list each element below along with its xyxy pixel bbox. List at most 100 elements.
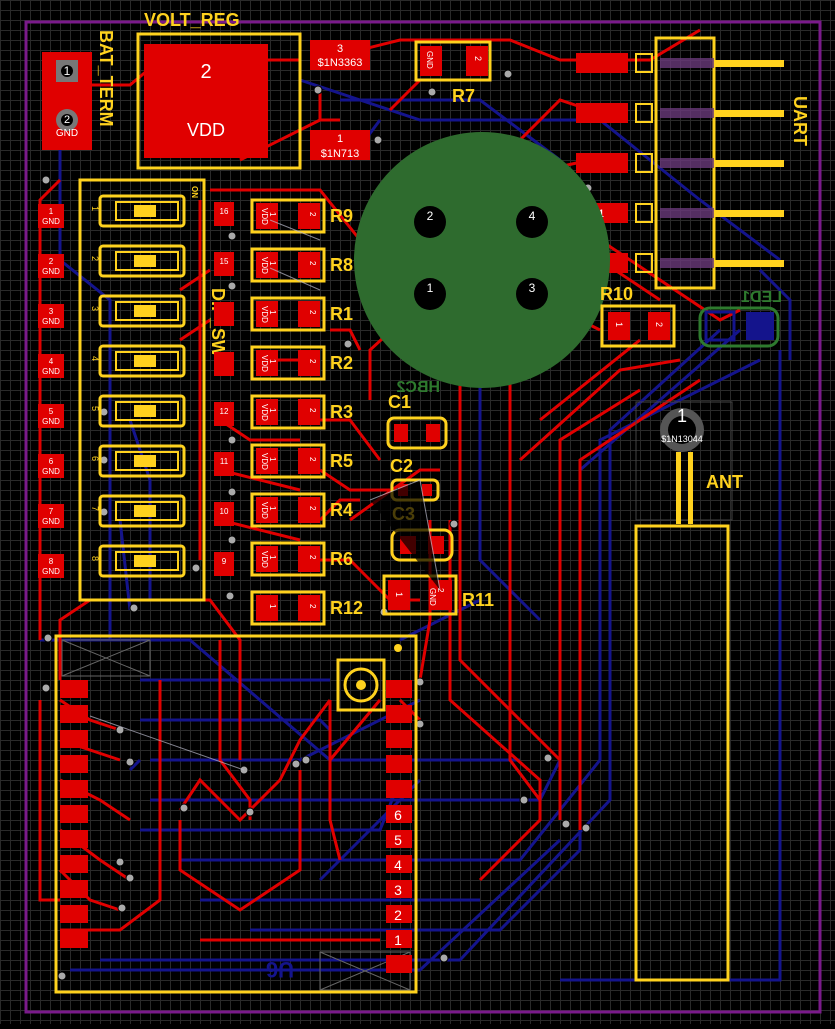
dip-switch-5[interactable] <box>98 394 186 428</box>
r9-pin1-label: 1 <box>268 212 277 217</box>
r7-component[interactable]: GND 2 R7 <box>414 40 492 106</box>
u6-left-pad <box>60 755 88 773</box>
dip-slider-knob <box>134 405 156 417</box>
r12-footprint[interactable] <box>250 590 326 626</box>
r3-footprint[interactable] <box>250 394 326 430</box>
r12-label: R12 <box>330 598 363 618</box>
u6-pin4-label: 4 <box>394 857 402 873</box>
dip-side-pad <box>214 452 234 476</box>
dip-side-pad <box>214 252 234 276</box>
r5-pin2-label: 2 <box>308 457 317 462</box>
r11-pin1-label: 1 <box>394 592 404 597</box>
r1-vdd-label: VDD <box>260 306 269 323</box>
dip-switch-2[interactable] <box>98 244 186 278</box>
gnd-pad-number: 4 <box>49 357 54 366</box>
r4-footprint[interactable] <box>250 492 326 528</box>
dip-slider-knob <box>134 355 156 367</box>
r5-label: R5 <box>330 451 353 471</box>
r11-component[interactable]: 1 2 GND R11 <box>382 574 494 616</box>
dip-number-label: 3 <box>90 306 100 311</box>
u6-pin6-label: 6 <box>394 807 402 823</box>
r2-pin2-label: 2 <box>308 359 317 364</box>
ant-pin1-label: 1 <box>677 406 687 426</box>
r6-footprint[interactable] <box>250 541 326 577</box>
u6-right-pad <box>386 730 412 748</box>
dip-slider-knob <box>134 455 156 467</box>
r10-component[interactable]: R10 1 2 <box>600 284 676 348</box>
dip-number-label: 7 <box>90 506 100 511</box>
ratsnest-lines <box>89 219 441 771</box>
gnd-pad-net: GND <box>42 517 60 526</box>
r5-footprint[interactable] <box>250 443 326 479</box>
volt-reg-component[interactable]: VOLT_REG 2 VDD 3 $1N3363 1 $1N713 <box>136 10 370 170</box>
r1-footprint[interactable] <box>250 296 326 332</box>
r12-pad2 <box>298 595 320 621</box>
r2-footprint[interactable] <box>250 345 326 381</box>
r7-pin2-label: 2 <box>473 56 483 61</box>
r6-vdd-label: VDD <box>260 551 269 568</box>
r4-pin1-label: 1 <box>268 506 277 511</box>
r4-label: R4 <box>330 500 353 520</box>
gnd-pad-number: 1 <box>49 207 54 216</box>
dip-switch-6[interactable] <box>98 444 186 478</box>
u6-left-pad <box>60 780 88 798</box>
gnd-pad-net: GND <box>42 367 60 376</box>
u6-pin1-label: 1 <box>394 932 402 948</box>
bat-term-pin1-label: 1 <box>64 64 71 78</box>
c1-label: C1 <box>388 392 411 412</box>
antenna-component[interactable]: 1 $1N13044 ANT <box>634 401 743 982</box>
r5-pad2 <box>298 448 320 474</box>
dip-switch-7[interactable] <box>98 494 186 528</box>
dip-number-label: 8 <box>90 556 100 561</box>
dip-switch-1[interactable] <box>98 194 186 228</box>
hbc2-pin3-label: 3 <box>529 281 536 295</box>
r9-footprint[interactable] <box>250 198 326 234</box>
dip-side-pad <box>214 202 234 226</box>
dip-switch-4[interactable] <box>98 344 186 378</box>
r3-pad2 <box>298 399 320 425</box>
dip-slider-track <box>115 351 179 371</box>
r5-vdd-label: VDD <box>260 453 269 470</box>
r3-pin1-label: 1 <box>268 408 277 413</box>
hbc2-pin2-label: 2 <box>427 209 434 223</box>
gnd-pad <box>38 254 64 278</box>
dip-side-pad <box>214 402 234 426</box>
volt-reg-pin2-label: 2 <box>200 61 211 83</box>
r7-label: R7 <box>452 86 475 106</box>
led1-component[interactable]: LED1 <box>698 289 782 348</box>
volt-reg-pin1-label: 1 <box>337 133 343 145</box>
dip-side-pad-number: 15 <box>220 257 229 266</box>
r9-vdd-label: VDD <box>260 208 269 225</box>
dip-slider-knob <box>134 305 156 317</box>
r1-pin2-label: 2 <box>308 310 317 315</box>
dip-slider-track <box>115 401 179 421</box>
battery-holder-hbc2[interactable]: 2 1 4 3 HBC2 <box>354 132 610 396</box>
bat-term-component[interactable]: 1 2 GND <box>42 52 92 150</box>
u6-left-pad <box>60 855 88 873</box>
gnd-pad-number: 6 <box>49 457 54 466</box>
r8-pin2-label: 2 <box>308 261 317 266</box>
dip-number-label: 4 <box>90 356 100 361</box>
u6-right-pad <box>386 930 412 948</box>
r3-vdd-label: VDD <box>260 404 269 421</box>
dip-side-pad-number: 11 <box>220 457 229 466</box>
dip-switch-3[interactable] <box>98 294 186 328</box>
dip-switch-8[interactable] <box>98 544 186 578</box>
net-1n713-label: $1N713 <box>321 148 360 160</box>
dip-number-label: 5 <box>90 406 100 411</box>
gnd-pad-net: GND <box>42 317 60 326</box>
bat-term-label: BAT_TERM <box>96 30 116 127</box>
dip-slider-knob <box>134 505 156 517</box>
r6-pin2-label: 2 <box>308 555 317 560</box>
r12-pad1 <box>256 595 278 621</box>
r11-gnd-label: GND <box>428 588 437 606</box>
dip-side-pad-number: 9 <box>222 557 227 566</box>
r9-pad2 <box>298 203 320 229</box>
c1-component[interactable]: C1 <box>386 392 448 450</box>
u6-right-pad <box>386 830 412 848</box>
r8-footprint[interactable] <box>250 247 326 283</box>
